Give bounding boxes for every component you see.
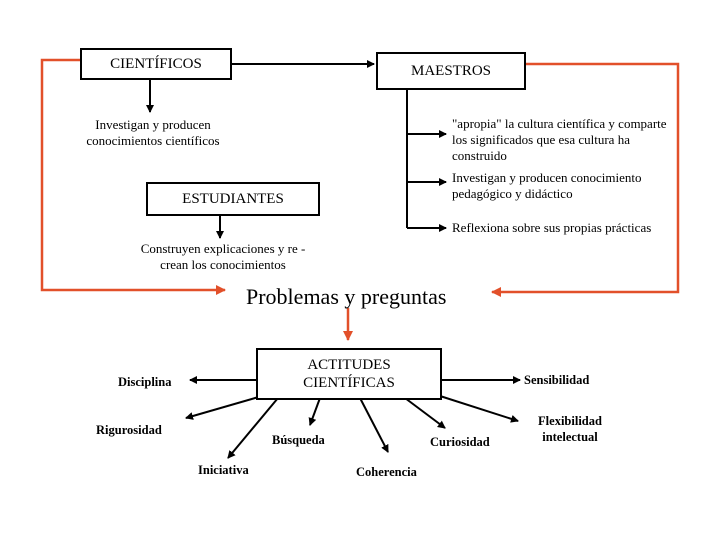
attitude-flexibilidad: Flexibilidad intelectual — [538, 414, 602, 444]
arrow-to-busqueda — [308, 397, 321, 426]
attitude-curiosidad: Curiosidad — [430, 435, 490, 449]
attitude-disciplina: Disciplina — [118, 375, 172, 389]
arrow-to-coherencia — [359, 397, 389, 453]
arrow-to-iniciativa — [227, 397, 279, 459]
actitudes-label: ACTITUDES CIENTÍFICAS — [303, 357, 395, 391]
maestros-reflexiona-text: Reflexiona sobre sus propias prácticas — [452, 220, 652, 235]
feedback-line-left — [40, 58, 226, 295]
maestros-box: MAESTROS — [376, 52, 526, 90]
maestros-apropia-text: "apropia" la cultura científica y compar… — [452, 116, 667, 163]
attitude-busqueda: Búsqueda — [272, 433, 325, 447]
estudiantes-label: ESTUDIANTES — [182, 190, 284, 207]
cientificos-box: CIENTÍFICOS — [80, 48, 232, 80]
maestros-label: MAESTROS — [410, 62, 492, 79]
feedback-line-right — [491, 62, 680, 297]
arrow-to-rigurosidad — [185, 395, 263, 420]
attitude-iniciativa: Iniciativa — [198, 463, 249, 477]
estudiantes-description: Construyen explicaciones y re -crean los… — [140, 241, 306, 272]
central-topic: Problemas y preguntas — [246, 284, 447, 309]
arrow-to-flexibilidad — [439, 395, 519, 423]
actitudes-box: ACTITUDES CIENTÍFICAS — [256, 348, 442, 400]
attitude-coherencia: Coherencia — [356, 465, 417, 479]
attitude-rigurosidad: Rigurosidad — [96, 423, 162, 437]
estudiantes-box: ESTUDIANTES — [146, 182, 320, 216]
cientificos-label: CIENTÍFICOS — [110, 55, 202, 72]
arrow-to-curiosidad — [404, 397, 446, 429]
maestros-investigan-text: Investigan y producen conocimiento pedag… — [452, 170, 642, 201]
cientificos-description: Investigan y producen conocimientos cien… — [86, 117, 220, 148]
attitude-sensibilidad: Sensibilidad — [524, 373, 590, 387]
